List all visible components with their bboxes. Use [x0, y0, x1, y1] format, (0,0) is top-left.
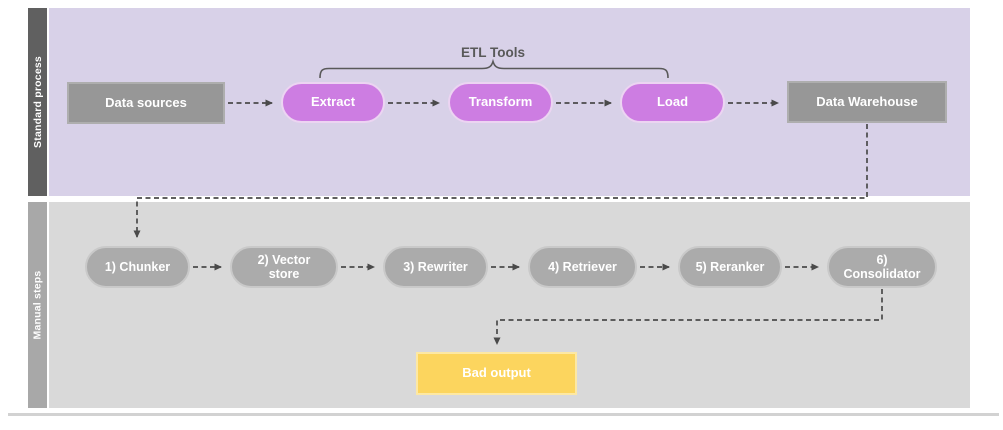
node-label: 1) Chunker	[104, 259, 171, 274]
node-vector-store: 2) Vector store	[230, 246, 338, 288]
node-bad-output: Bad output	[416, 352, 577, 395]
node-label: Load	[656, 94, 689, 110]
node-label: Transform	[468, 94, 533, 110]
node-extract: Extract	[281, 82, 385, 123]
node-label: 2) Vector store	[257, 252, 311, 281]
node-label: Bad output	[462, 365, 531, 381]
lane-header-manual-steps: Manual steps	[28, 202, 47, 408]
node-label: 4) Retriever	[548, 259, 617, 274]
node-chunker: 1) Chunker	[85, 246, 190, 288]
node-retriever: 4) Retriever	[528, 246, 637, 288]
node-label: Data Warehouse	[816, 93, 918, 109]
node-reranker: 5) Reranker	[678, 246, 782, 288]
node-load: Load	[620, 82, 725, 123]
node-label: Data sources	[105, 94, 187, 110]
lane-label-standard-process: Standard process	[31, 56, 44, 148]
node-label: Extract	[310, 94, 356, 110]
node-transform: Transform	[448, 82, 553, 123]
node-label: 5) Reranker	[695, 259, 765, 274]
node-label: 6) Consolidator	[843, 252, 921, 281]
lane-header-standard-process: Standard process	[28, 8, 47, 196]
node-data-sources: Data sources	[67, 82, 225, 124]
node-data-warehouse: Data Warehouse	[787, 81, 947, 123]
etl-tools-label: ETL Tools	[461, 45, 525, 60]
page-divider	[8, 413, 999, 416]
node-consolidator: 6) Consolidator	[827, 246, 937, 288]
lane-label-manual-steps: Manual steps	[31, 270, 44, 340]
node-label: 3) Rewriter	[403, 259, 468, 274]
node-rewriter: 3) Rewriter	[383, 246, 488, 288]
